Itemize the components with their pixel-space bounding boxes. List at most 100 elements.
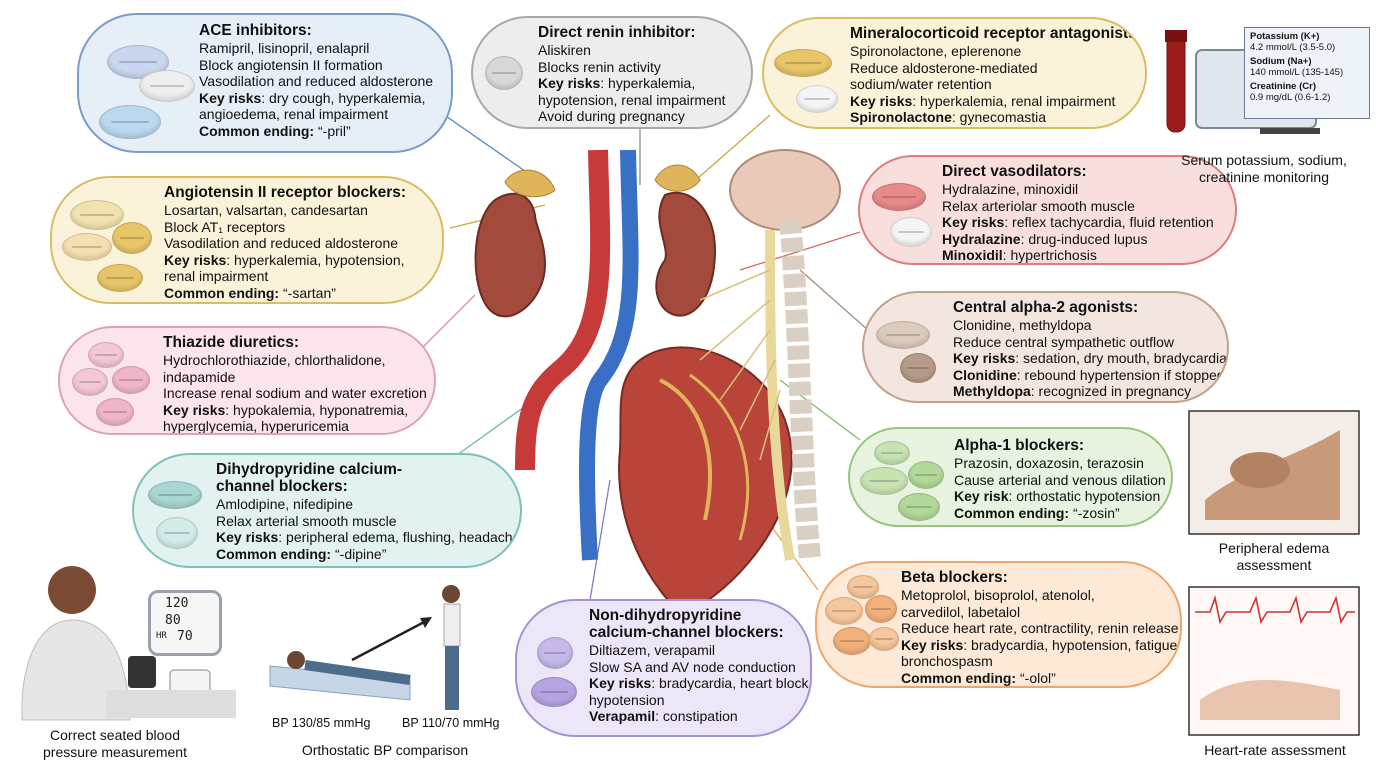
right-adrenal xyxy=(654,164,701,192)
connector-mra xyxy=(689,114,771,186)
card-line-bold: Key risks xyxy=(901,636,964,653)
connector-nondhp xyxy=(589,479,611,601)
card-line: Key risks: reflex tachycardia, fluid ret… xyxy=(942,214,1214,231)
pill-icon xyxy=(112,366,150,394)
card-line: hypotension, renal impairment xyxy=(538,91,726,108)
card-line: renal impairment xyxy=(164,268,269,285)
card-line-bold: Key risks xyxy=(953,350,1016,367)
pill-icon xyxy=(112,222,152,254)
card-line: Spironolactone: gynecomastia xyxy=(850,109,1047,126)
card-line: Increase renal sodium and water excretio… xyxy=(163,385,427,402)
card-line: hypotension xyxy=(589,691,665,708)
pill-icon xyxy=(865,595,897,623)
card-mra: Mineralocorticoid receptor antagonists: … xyxy=(762,17,1147,129)
card-line-bold: Minoxidil xyxy=(942,247,1003,264)
pill-icon xyxy=(97,264,143,292)
pill-icon xyxy=(796,85,838,113)
pill-icon xyxy=(156,517,198,549)
card-line-bold: Key risks xyxy=(199,89,262,106)
pill-icon xyxy=(70,200,124,230)
card-line: carvedilol, labetalol xyxy=(901,603,1021,620)
card-thiazide: Thiazide diuretics: Hydrochlorothiazide,… xyxy=(58,326,436,435)
card-line-bold: Key risks xyxy=(164,251,227,268)
card-vasodilators: Direct vasodilators: Hydralazine, minoxi… xyxy=(858,155,1237,265)
card-line: Common ending: “-zosin” xyxy=(954,504,1120,521)
edema-caption: Peripheral edema assessment xyxy=(1218,540,1330,573)
supine-person-head xyxy=(287,651,305,669)
pill-icon xyxy=(774,49,832,77)
card-line-bold: Verapamil xyxy=(589,708,656,725)
card-line: Losartan, valsartan, candesartan xyxy=(164,202,368,218)
card-line: Reduce aldosterone-mediated xyxy=(850,59,1038,76)
bp-hr: 70 xyxy=(177,629,193,644)
left-adrenal xyxy=(504,169,556,198)
card-line: Key risks: peripheral edema, flushing, h… xyxy=(216,529,521,546)
pill-icon xyxy=(148,481,202,509)
pill-icon xyxy=(139,70,195,102)
aorta xyxy=(515,149,611,471)
card-line-bold: Methyldopa xyxy=(953,383,1031,400)
card-line: bronchospasm xyxy=(901,653,993,670)
card-title: Direct renin inhibitor: xyxy=(538,24,696,41)
standing-bp: BP 110/70 mmHg xyxy=(402,716,500,730)
card-line: Key risks: hypokalemia, hyponatremia, xyxy=(163,401,409,418)
card-line: Key risks: hyperkalemia, renal impairmen… xyxy=(850,92,1116,109)
sodium-label: Sodium (Na+) xyxy=(1250,56,1312,67)
card-line: Key risks: hyperkalemia, hypotension, xyxy=(164,251,405,268)
lab-caption: Serum potassium, sodium, creatinine moni… xyxy=(1181,152,1347,185)
connector-thiazide xyxy=(419,294,476,351)
card-line-bold: Key risks xyxy=(850,92,913,109)
card-line: Hydralazine, minoxidil xyxy=(942,181,1079,197)
card-nondhp-text: Non-dihydropyridine calcium-channel bloc… xyxy=(589,607,810,725)
card-thiazide-text: Thiazide diuretics: Hydrochlorothiazide,… xyxy=(163,334,427,433)
pill-icon xyxy=(872,183,926,211)
pill-icon xyxy=(107,45,169,79)
pill-icon xyxy=(833,627,871,655)
card-line: Cause arterial and venous dilation xyxy=(954,471,1166,488)
card-line: Key risk: orthostatic hypotension xyxy=(954,488,1161,505)
card-line-bold: Common ending: xyxy=(199,122,315,139)
pill-icon xyxy=(99,105,161,139)
heartrate-caption: Heart-rate assessment xyxy=(1204,742,1346,758)
pill-icon xyxy=(900,353,936,383)
card-line: Prazosin, doxazosin, terazosin xyxy=(954,455,1144,471)
card-line: Key risks: hyperkalemia, xyxy=(538,75,696,92)
card-line: Amlodipine, nifedipine xyxy=(216,496,353,512)
card-line-bold: Common ending: xyxy=(954,504,1070,521)
brain xyxy=(729,149,841,231)
card-ace-inhibitors: ACE inhibitors: Ramipril, lisinopril, en… xyxy=(77,13,453,153)
card-line-bold: Common ending: xyxy=(216,545,332,562)
creatinine-label: Creatinine (Cr) xyxy=(1250,81,1316,92)
card-line: Blocks renin activity xyxy=(538,58,661,75)
standing-person-head xyxy=(442,585,460,603)
card-line-bold: Key risks xyxy=(538,75,601,92)
card-line: Key risks: bradycardia, hypotension, fat… xyxy=(901,636,1182,653)
orthostatic-arrow xyxy=(351,618,429,662)
potassium-label: Potassium (K+) xyxy=(1250,31,1320,42)
bp-diastolic: 80 xyxy=(165,613,181,628)
bp-monitor-display: 120 80 HR 70 xyxy=(148,590,222,656)
card-ace-text: ACE inhibitors: Ramipril, lisinopril, en… xyxy=(199,22,433,140)
card-title: ACE inhibitors: xyxy=(199,22,312,39)
card-dhp-text: Dihydropyridine calcium- channel blocker… xyxy=(216,461,520,562)
card-mra-text: Mineralocorticoid receptor antagonists: … xyxy=(850,25,1142,126)
card-line: Vasodilation and reduced aldosterone xyxy=(199,73,434,90)
card-title: Angiotensin II receptor blockers: xyxy=(164,184,407,201)
card-line: Verapamil: constipation xyxy=(589,708,738,725)
card-line: sodium/water retention xyxy=(850,76,992,93)
card-line: Clonidine, methyldopa xyxy=(953,317,1092,333)
card-line: Key risks: sedation, dry mouth, bradycar… xyxy=(953,350,1227,367)
lab-results-panel: Potassium (K+) 4.2 mmol/L (3.5-5.0) Sodi… xyxy=(1244,27,1370,119)
card-line: Hydrochlorothiazide, chlorthalidone, xyxy=(163,352,386,368)
pill-icon xyxy=(485,56,523,90)
left-kidney xyxy=(474,192,547,318)
card-line: Methyldopa: recognized in pregnancy xyxy=(953,383,1192,400)
card-alpha1-blockers: Alpha-1 blockers: Prazosin, doxazosin, t… xyxy=(848,427,1173,527)
card-alpha1-text: Alpha-1 blockers: Prazosin, doxazosin, t… xyxy=(954,437,1166,521)
card-line: Reduce central sympathetic outflow xyxy=(953,333,1174,350)
right-kidney xyxy=(655,191,717,317)
card-line: Diltiazem, verapamil xyxy=(589,642,716,658)
card-line: Metoprolol, bisoprolol, atenolol, xyxy=(901,587,1095,603)
card-alpha2-agonists: Central alpha-2 agonists: Clonidine, met… xyxy=(862,291,1229,403)
